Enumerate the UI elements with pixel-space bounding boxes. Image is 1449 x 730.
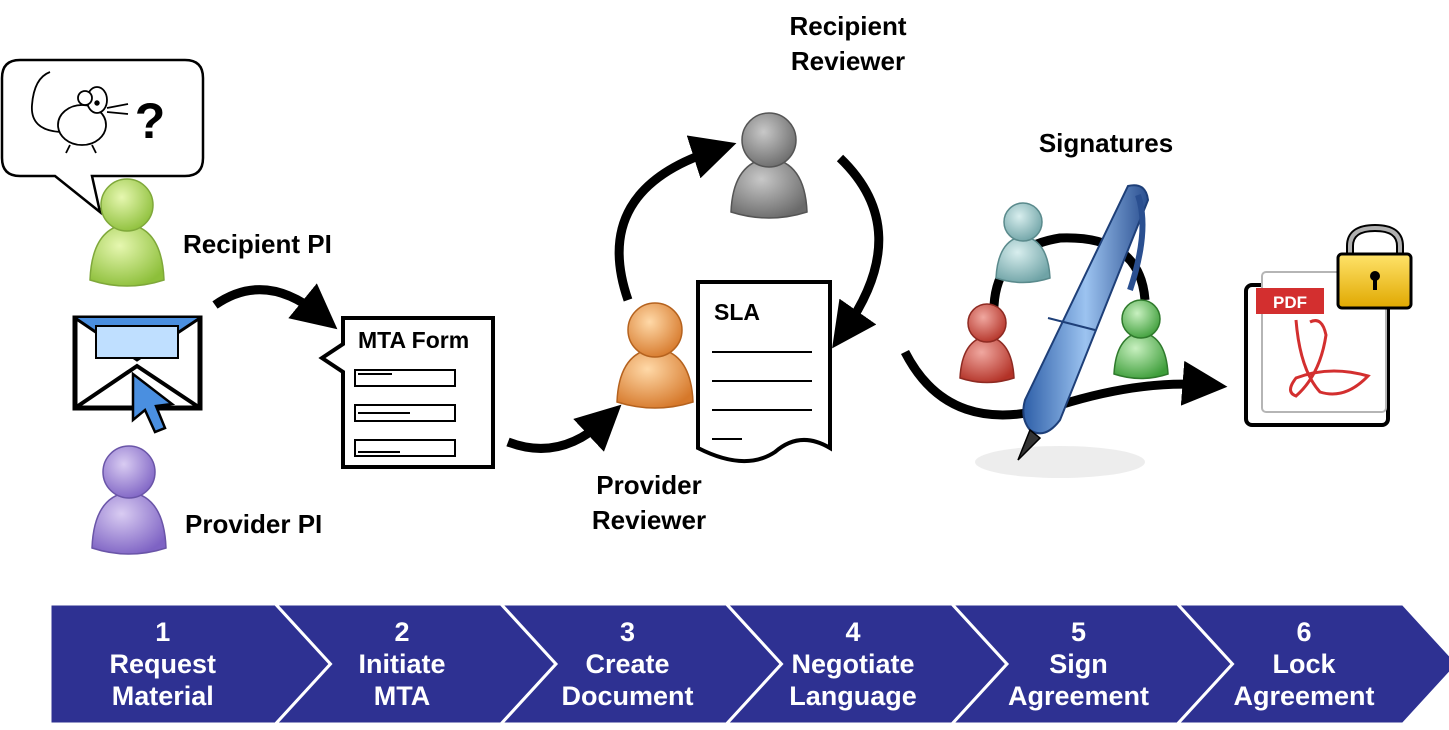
signer-red-person-icon	[959, 303, 1015, 384]
pdf-document-icon	[1244, 271, 1390, 427]
recipient-pi-label: Recipient PI	[183, 229, 332, 259]
step-3-number: 3	[620, 617, 635, 647]
step-2-line2: MTA	[374, 681, 430, 711]
provider-pi-label: Provider PI	[185, 509, 322, 539]
sla-title: SLA	[714, 299, 760, 325]
step-chevron-shape	[1174, 602, 1449, 726]
lock-icon	[1336, 223, 1413, 310]
signer-teal-person-icon	[995, 202, 1051, 284]
step-4-line1: Negotiate	[791, 649, 914, 679]
step-1-line2: Material	[112, 681, 214, 711]
step-1-number: 1	[155, 617, 170, 647]
step-6-number: 6	[1296, 617, 1311, 647]
arrow-to-sla	[832, 154, 884, 349]
step-2-line1: Initiate	[358, 649, 445, 679]
recipient-reviewer-label-line2: Reviewer	[791, 46, 905, 76]
step-6-line1: Lock	[1272, 649, 1336, 679]
mta-form-document	[318, 316, 495, 469]
step-3-line2: Document	[561, 681, 693, 711]
provider-reviewer-label-line2: Reviewer	[592, 505, 706, 535]
step-4-number: 4	[845, 617, 860, 647]
arrow-to-recipient-reviewer	[614, 135, 737, 302]
step-6-line2: Agreement	[1233, 681, 1374, 711]
signer-green-person-icon	[1113, 299, 1169, 380]
step-1-line1: Request	[109, 649, 216, 679]
signatures-label: Signatures	[1039, 128, 1173, 158]
provider-reviewer-person-icon	[616, 302, 694, 409]
recipient-reviewer-label-line1: Recipient	[789, 11, 906, 41]
pdf-badge-label: PDF	[1273, 293, 1307, 312]
step-3-line1: Create	[585, 649, 669, 679]
cursor-icon	[131, 371, 176, 434]
step-5-number: 5	[1071, 617, 1086, 647]
sla-document	[696, 280, 832, 463]
step-5-line1: Sign	[1049, 649, 1108, 679]
mouse-icon	[31, 71, 129, 154]
provider-pi-person-icon	[91, 445, 167, 555]
step-2-number: 2	[394, 617, 409, 647]
arrow-to-mta-form	[212, 283, 338, 330]
arrow-to-provider-reviewer	[506, 404, 622, 453]
recipient-reviewer-person-icon	[730, 112, 808, 219]
recipient-pi-person-icon	[89, 178, 165, 287]
step-5-line2: Agreement	[1008, 681, 1149, 711]
provider-reviewer-label-line1: Provider	[596, 470, 702, 500]
pen-icon	[975, 184, 1150, 478]
mta-form-title: MTA Form	[358, 327, 469, 353]
step-4-line2: Language	[789, 681, 917, 711]
question-mark: ?	[135, 93, 166, 149]
